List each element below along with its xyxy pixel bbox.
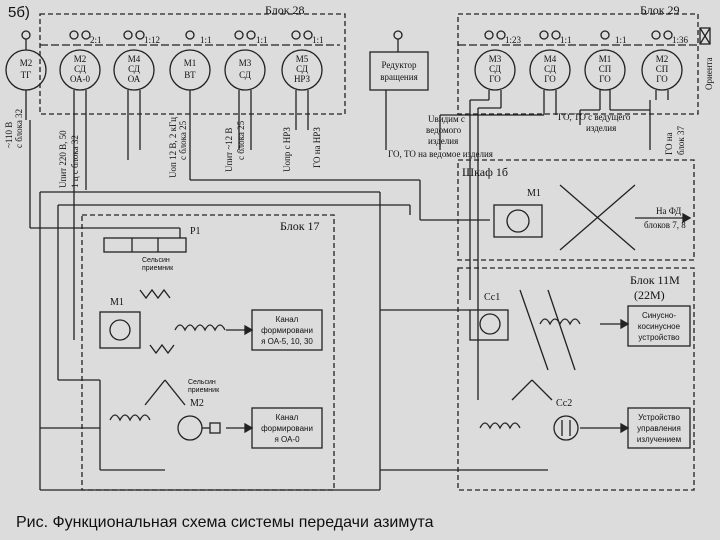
motor-label: М2 xyxy=(656,54,669,64)
wire-label: Uопр с НРЗ xyxy=(282,127,292,172)
motor-label: ТГ xyxy=(21,70,32,80)
ustr-line: Устройство xyxy=(638,413,680,422)
block-29-border xyxy=(457,13,699,115)
wire-label: На ФД xyxy=(656,206,681,216)
reductor-label: Редуктор xyxy=(382,60,417,70)
kanal-box-1 xyxy=(251,309,323,351)
reductor-label: вращения xyxy=(380,72,417,82)
motor-label: М4 xyxy=(544,54,557,64)
ratio-label: 1:1 xyxy=(312,35,324,45)
wire-label: ~110 В xyxy=(4,122,14,148)
ratio-label: 2:1 xyxy=(90,35,102,45)
selsyn-label: приемник xyxy=(142,265,174,272)
ratio-label: 1:1 xyxy=(560,35,572,45)
block-11m-title: Блок 11М xyxy=(630,273,680,287)
kanal-2-line: формировани xyxy=(261,424,313,433)
orient-label: Ориента xyxy=(704,57,714,90)
sinus-box xyxy=(627,305,691,347)
block-28-title: Блок 28 xyxy=(265,3,305,17)
block-28-border xyxy=(39,13,346,115)
m1-label: М1 xyxy=(110,297,124,308)
selsyn-label: приемник xyxy=(188,387,220,394)
motor-label: ОА-0 xyxy=(70,74,91,84)
block-17-title: Блок 17 xyxy=(280,219,320,233)
ratio-label: 1:1 xyxy=(256,35,268,45)
block-17-border xyxy=(81,214,335,491)
p1-label: Р1 xyxy=(190,226,201,237)
motor-label: ГО xyxy=(544,74,556,84)
ratio-label: 1:12 xyxy=(144,35,160,45)
kanal-2-line: Канал xyxy=(276,413,299,422)
motor-label: М1 xyxy=(184,58,197,68)
wire-label: с блока 32 xyxy=(14,109,24,148)
ratio-label: 1:36 xyxy=(672,35,689,45)
selsyn-label: Сельсин xyxy=(142,257,170,264)
wire-label: ГО, ТО с ведущего xyxy=(558,112,631,122)
motor-label: ГО xyxy=(599,74,611,84)
m2-label: М2 xyxy=(190,398,204,409)
ustr-box xyxy=(627,407,691,449)
block-29-title: Блок 29 xyxy=(640,3,680,17)
wire-label: ГО на xyxy=(664,132,674,155)
block-11m-border xyxy=(457,267,695,491)
sinus-line: Синусно- xyxy=(642,311,676,320)
motor-label: ГО xyxy=(656,74,668,84)
motor-label: СД xyxy=(489,64,501,74)
motor-label: ОА xyxy=(128,74,141,84)
motor-label: М1 xyxy=(599,54,612,64)
wire-label: с блока 25 xyxy=(236,120,246,160)
figure-caption: Рис. Функциональная схема системы переда… xyxy=(16,514,434,531)
reductor-box xyxy=(369,51,429,91)
motor-label: М5 xyxy=(296,54,309,64)
wire-label: ГО на НРЗ xyxy=(312,127,322,168)
ustr-line: управления xyxy=(637,424,681,433)
motor-label: М3 xyxy=(239,58,252,68)
motor-label: СД xyxy=(128,64,140,74)
ratio-label: 1:1 xyxy=(200,35,212,45)
motor-label: СД xyxy=(239,70,251,80)
kanal-1-line: Канал xyxy=(276,315,299,324)
motor-label: СД xyxy=(74,64,86,74)
motor-label: М2 xyxy=(74,54,87,64)
kanal-2-line: я ОА-0 xyxy=(274,435,300,444)
shkaf-title: Шкаф 1б xyxy=(462,165,508,179)
motor-label: М4 xyxy=(128,54,141,64)
m1-shkaf-label: М1 xyxy=(527,188,541,199)
motor-label: ГО xyxy=(489,74,501,84)
wire-label: Uвидим с xyxy=(428,114,465,124)
motor-label: СП xyxy=(599,64,612,74)
wire-label: ведомого xyxy=(426,125,462,135)
sinus-line: косинусное xyxy=(638,322,681,331)
wire-label: Uоп 12 В, 2 кГц xyxy=(168,117,178,178)
motor-label: М3 xyxy=(489,54,502,64)
wire-label: изделия xyxy=(428,136,458,146)
wire-label: Uпит ~12 В xyxy=(224,128,234,172)
block-11m-subtitle: (22М) xyxy=(634,288,665,302)
wire-label: изделия xyxy=(586,123,616,133)
kanal-1-line: формировани xyxy=(261,326,313,335)
wire-label: блоков 7, 8 xyxy=(644,220,686,230)
motor-label: М2 xyxy=(20,58,33,68)
ustr-line: излучением xyxy=(637,435,681,444)
ratio-label: 1:1 xyxy=(615,35,627,45)
selsyn-label: Сельсин xyxy=(188,379,216,386)
motor-label: СД xyxy=(544,64,556,74)
figure-label: 5б) xyxy=(8,4,30,21)
cc1-label: Сс1 xyxy=(484,292,500,303)
wire-label: 1 ц с блока 32 xyxy=(70,135,80,188)
wire-label: блок 37 xyxy=(676,126,686,155)
motor-label: СП xyxy=(656,64,669,74)
cc2-label: Сс2 xyxy=(556,398,572,409)
motor-label: ВТ xyxy=(184,70,196,80)
motor-label: СД xyxy=(296,64,308,74)
sinus-line: устройство xyxy=(638,333,680,342)
wire-label: Uпит 220 В, 50 xyxy=(58,130,68,188)
wire-label: с блока 25 xyxy=(178,120,188,160)
ratio-label: 1:23 xyxy=(505,35,522,45)
motor-label: НРЗ xyxy=(294,74,311,84)
kanal-box-2 xyxy=(251,407,323,449)
kanal-1-line: я ОА-5, 10, 30 xyxy=(261,337,313,346)
wire-label: ГО, ТО на ведомое изделия xyxy=(388,149,493,159)
